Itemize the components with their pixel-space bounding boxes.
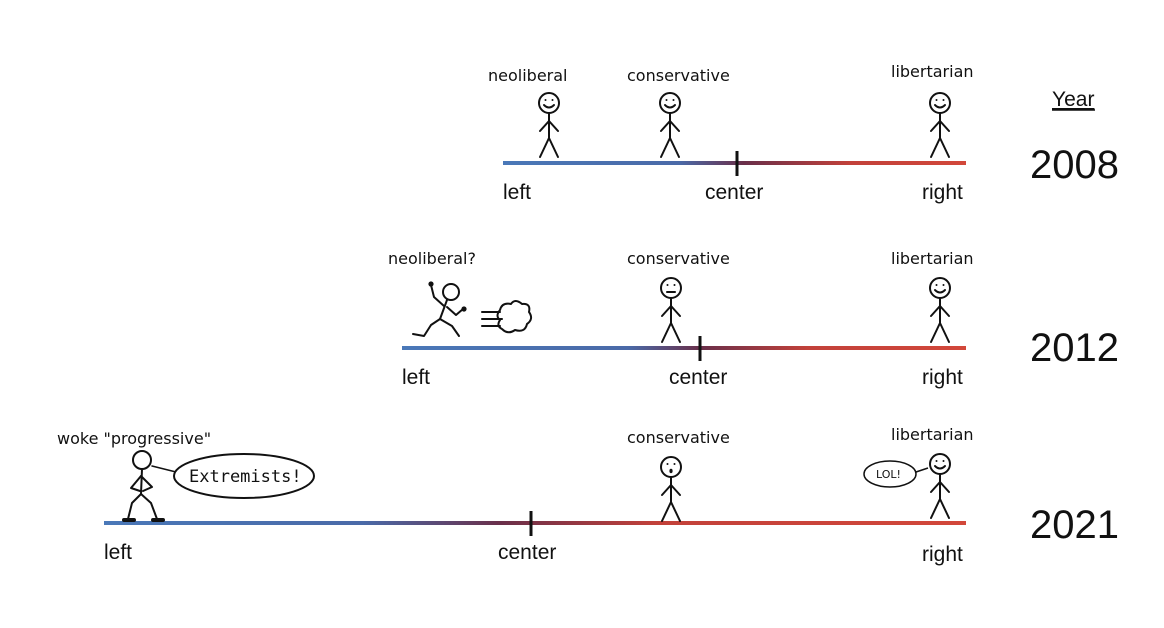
- stick-figure-neoliberal-2008: [538, 92, 560, 158]
- figure-label-libertarian-2021: libertarian: [891, 425, 974, 444]
- year-2021: 2021: [1030, 503, 1119, 547]
- stick-figure-conservative-2008: [659, 92, 681, 158]
- year-2012: 2012: [1030, 326, 1119, 370]
- year-header: Year: [1052, 88, 1094, 111]
- speech-text-extremists: Extremists!: [189, 467, 302, 487]
- right-label-2008: right: [922, 181, 963, 204]
- figure-label-neoliberal-2008: neoliberal: [488, 66, 568, 85]
- stick-figure-libertarian-2012: [929, 277, 951, 343]
- figure-label-conservative-2021: conservative: [627, 428, 730, 447]
- stick-figure-libertarian-2008: [929, 92, 951, 158]
- center-label-2008: center: [705, 181, 763, 204]
- year-2008: 2008: [1030, 143, 1119, 187]
- left-label-2012: left: [402, 366, 430, 389]
- figure-label-progressive-2021: woke "progressive": [57, 429, 211, 448]
- stick-figure-conservative-2012: [660, 277, 682, 343]
- running-stick-figure-2012: [412, 281, 467, 337]
- left-label-2021: left: [104, 541, 132, 564]
- dust-cloud-icon: [481, 300, 533, 334]
- row-2012: left center right 2012 neoliberal? conse…: [388, 249, 1119, 389]
- right-label-2012: right: [922, 366, 963, 389]
- stick-figure-conservative-2021: [660, 456, 682, 522]
- row-2021: left center right 2021 woke "progressive…: [57, 425, 1119, 566]
- figure-label-conservative-2012: conservative: [627, 249, 730, 268]
- figure-label-conservative-2008: conservative: [627, 66, 730, 85]
- right-label-2021: right: [922, 543, 963, 566]
- speech-bubble-extremists: Extremists!: [173, 453, 315, 499]
- figure-label-libertarian-2012: libertarian: [891, 249, 974, 268]
- row-2008: left center right 2008 neoliberal conser…: [488, 62, 1119, 204]
- stick-figure-libertarian-2021: [929, 453, 951, 519]
- left-label-2008: left: [503, 181, 531, 204]
- figure-label-libertarian-2008: libertarian: [891, 62, 974, 81]
- center-label-2021: center: [498, 541, 556, 564]
- stick-figure-progressive-2021: [122, 450, 177, 522]
- speech-text-lol: LOL!: [876, 468, 901, 481]
- speech-bubble-lol: LOL!: [863, 460, 929, 488]
- figure-label-neoliberal-2012: neoliberal?: [388, 249, 476, 268]
- center-label-2012: center: [669, 366, 727, 389]
